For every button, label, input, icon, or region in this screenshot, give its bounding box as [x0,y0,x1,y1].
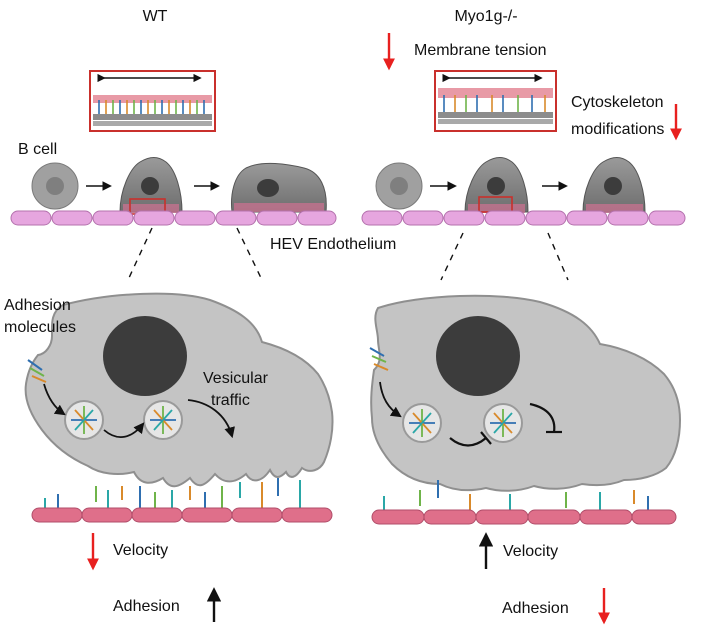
ko-large-endothelium [371,509,677,525]
ko-adhesion-label: Adhesion [502,600,569,617]
ko-partial-b-cell [582,157,646,213]
ko-uptake-arrow [379,381,402,418]
adhesion-molecules-label-line2: molecules [4,319,76,336]
adhesion-molecules-label-line1: Adhesion [4,297,71,314]
ko-velocity-label: Velocity [503,543,558,560]
cytoskeleton-label-line1: Cytoskeleton [571,94,664,111]
wt-vesicle-1 [64,400,104,440]
vesicular-traffic-label-line1: Vesicular [203,370,269,387]
wt-small-endothelium [10,210,337,226]
wt-title: WT [143,8,168,25]
ko-membrane-inset [434,70,557,132]
vesicular-traffic-label-line2: traffic [211,392,250,409]
wt-uptake-arrow [43,383,66,416]
ko-vesicle-2 [483,403,523,443]
zoom-guide-lines [127,227,569,281]
ko-surface-adhesion-molecules [369,347,389,371]
wt-vesicle-2 [143,400,183,440]
wt-large-b-cell [24,292,334,488]
ko-title: Myo1g-/- [454,8,517,25]
b-cell-label: B cell [18,141,57,158]
ko-vesicle-1 [402,403,442,443]
wt-rolling-b-cell [119,157,183,215]
wt-large-endothelium [31,507,333,523]
ko-blocked-traffic-1 [449,431,492,447]
ko-rolling-b-cell [464,157,529,213]
ko-blocked-traffic-2 [529,402,562,434]
ko-small-endothelium [361,210,686,226]
hev-endothelium-label: HEV Endothelium [270,236,396,253]
cytoskeleton-label-line2: modifications [571,121,664,138]
membrane-tension-label: Membrane tension [414,42,547,59]
wt-velocity-label: Velocity [113,542,168,559]
wt-surface-adhesion-molecules [27,359,47,383]
wt-round-b-cell [31,162,79,210]
wt-spreading-b-cell [231,162,327,213]
ko-large-b-cell [370,294,682,492]
wt-membrane-inset [89,70,216,132]
ko-round-b-cell [375,162,423,210]
wt-traffic-arrow-2 [187,399,235,439]
wt-traffic-arrow-1 [103,422,145,438]
wt-adhesion-label: Adhesion [113,598,180,615]
